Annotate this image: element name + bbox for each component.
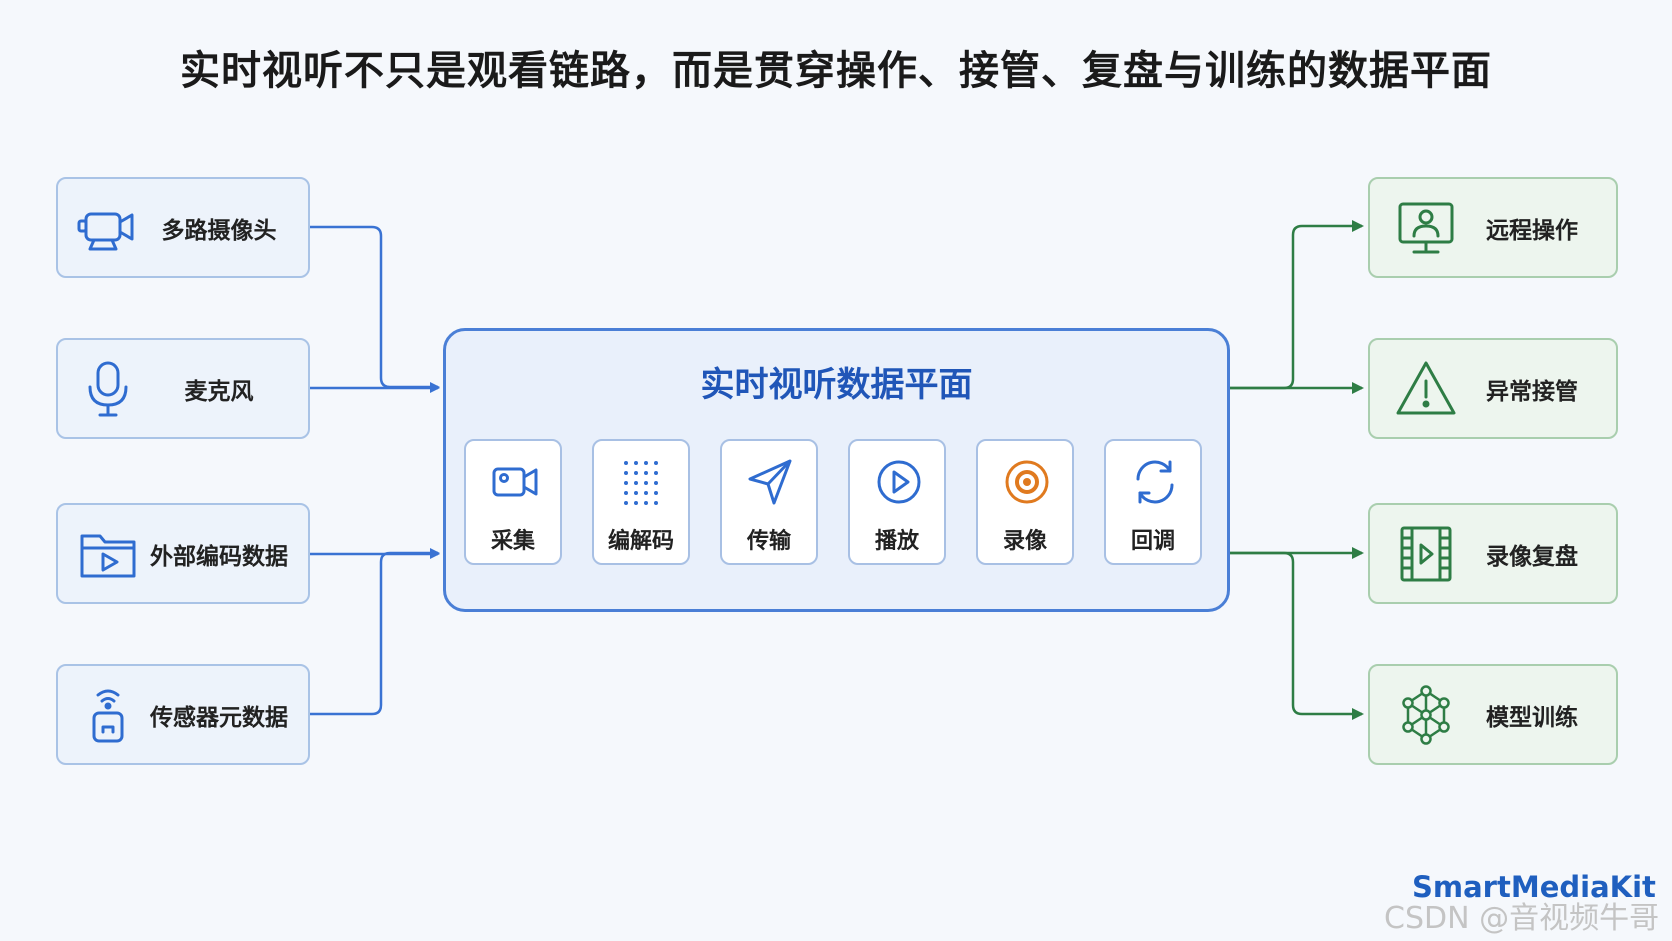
step-label: 编解码 bbox=[607, 529, 674, 554]
step-label: 采集 bbox=[490, 529, 535, 554]
input-box-cameras: 多路摄像头 bbox=[56, 177, 310, 278]
remote-monitor-icon bbox=[1394, 196, 1458, 260]
input-box-sensor-metadata: 传感器元数据 bbox=[56, 664, 310, 765]
send-arrow-icon bbox=[746, 457, 796, 507]
microphone-icon bbox=[76, 357, 140, 421]
input-label: 多路摄像头 bbox=[161, 217, 277, 244]
output-box-recording-review: 录像复盘 bbox=[1368, 503, 1618, 604]
input-label: 麦克风 bbox=[184, 378, 254, 405]
output-label: 模型训练 bbox=[1486, 704, 1578, 731]
step-capture: 采集 bbox=[464, 439, 562, 565]
refresh-icon bbox=[1130, 457, 1180, 507]
video-folder-icon bbox=[76, 522, 140, 586]
plane-title: 实时视听数据平面 bbox=[700, 365, 973, 405]
step-recording: 录像 bbox=[976, 439, 1074, 565]
step-label: 传输 bbox=[746, 529, 791, 554]
record-icon bbox=[1002, 457, 1052, 507]
step-label: 播放 bbox=[874, 529, 919, 554]
play-circle-icon bbox=[874, 457, 924, 507]
input-box-external-encoded: 外部编码数据 bbox=[56, 503, 310, 604]
output-box-remote-operation: 远程操作 bbox=[1368, 177, 1618, 278]
wireless-sensor-icon bbox=[76, 683, 140, 747]
step-codec: 编解码 bbox=[592, 439, 690, 565]
video-camera-icon bbox=[76, 196, 140, 260]
warning-icon bbox=[1394, 357, 1458, 421]
step-label: 回调 bbox=[1130, 529, 1175, 554]
input-box-microphone: 麦克风 bbox=[56, 338, 310, 439]
step-label: 录像 bbox=[1002, 529, 1047, 554]
step-callback: 回调 bbox=[1104, 439, 1202, 565]
camera-icon bbox=[490, 457, 540, 507]
neural-network-icon bbox=[1394, 683, 1458, 747]
dot-grid-icon bbox=[618, 457, 668, 507]
step-playback: 播放 bbox=[848, 439, 946, 565]
brand-logo-text: SmartMediaKit bbox=[1412, 870, 1656, 904]
input-label: 传感器元数据 bbox=[150, 704, 288, 731]
output-box-exception-takeover: 异常接管 bbox=[1368, 338, 1618, 439]
output-label: 异常接管 bbox=[1486, 378, 1578, 405]
output-label: 远程操作 bbox=[1486, 217, 1578, 244]
step-transmission: 传输 bbox=[720, 439, 818, 565]
watermark: CSDN @音视频牛哥 bbox=[1384, 901, 1660, 936]
output-box-model-training: 模型训练 bbox=[1368, 664, 1618, 765]
diagram-title: 实时视听不只是观看链路，而是贯穿操作、接管、复盘与训练的数据平面 bbox=[180, 48, 1492, 94]
output-label: 录像复盘 bbox=[1486, 543, 1578, 570]
realtime-av-data-plane: 实时视听数据平面 采集 编解码 bbox=[443, 328, 1230, 612]
film-strip-icon bbox=[1394, 522, 1458, 586]
input-label: 外部编码数据 bbox=[150, 543, 288, 570]
